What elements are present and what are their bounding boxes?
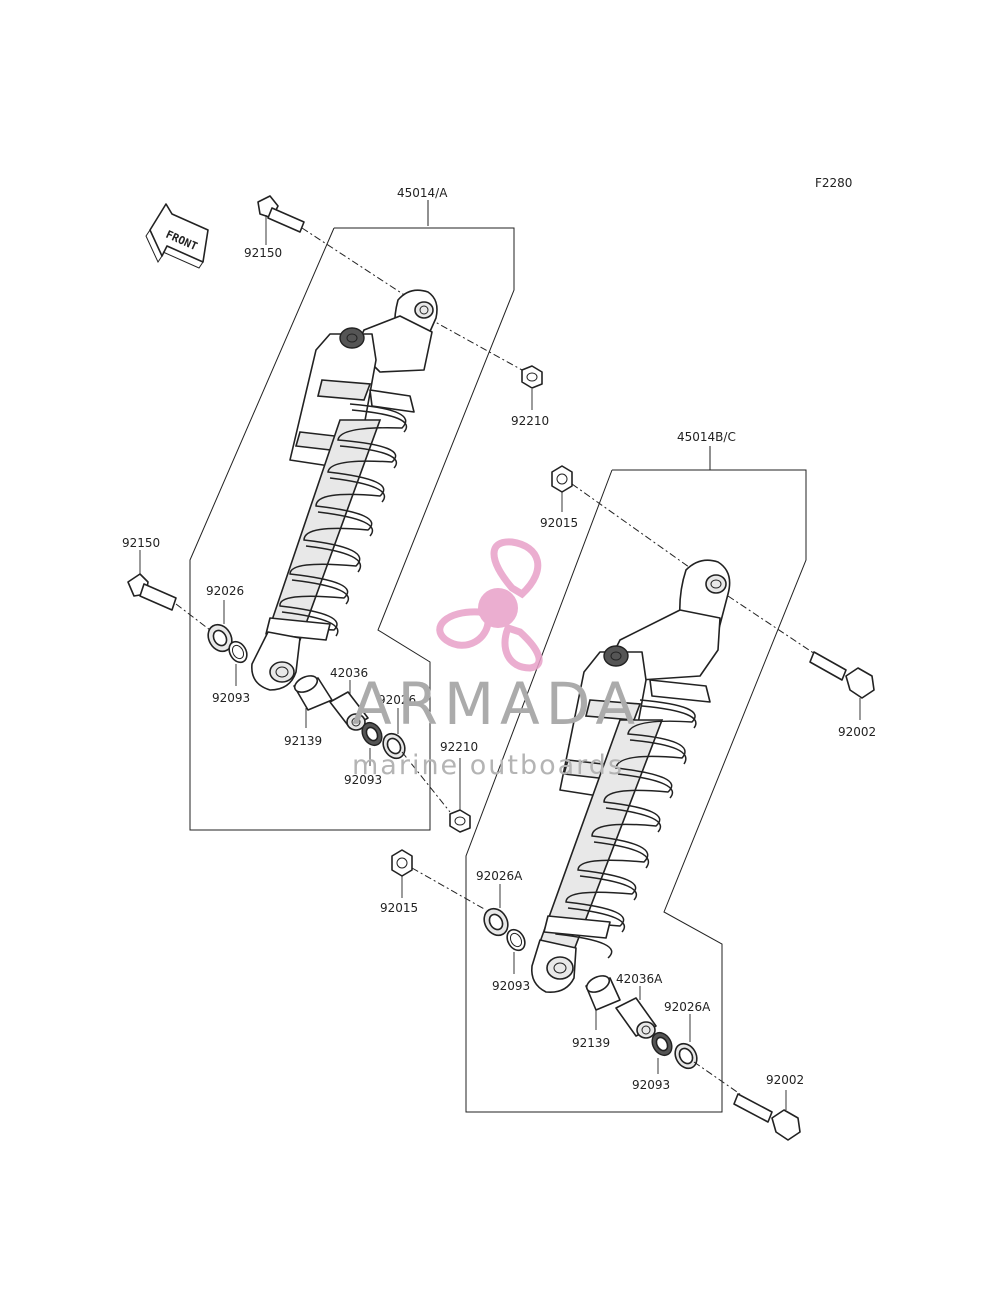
lower-collar (615, 997, 657, 1039)
lower-assembly-label: 45014B/C (677, 430, 736, 444)
lower-spring (555, 699, 697, 959)
lower-side-nut (391, 849, 487, 911)
lower-label-bolt-top: 92002 (838, 725, 876, 739)
upper-label-washer: 92026 (206, 584, 244, 598)
lower-washer-left (483, 907, 509, 937)
lower-label-washer: 92026A (476, 869, 523, 883)
lower-seal-left (506, 928, 526, 952)
upper-label-seal-left: 92093 (212, 691, 250, 705)
lower-label-seal-right: 92093 (632, 1078, 670, 1092)
upper-top-nut (521, 365, 543, 389)
lower-label-seal-left: 92093 (492, 979, 530, 993)
figure-code: F2280 (815, 176, 852, 190)
upper-label-bolt-top: 92150 (244, 246, 282, 260)
upper-shock-absorber (251, 289, 438, 691)
upper-label-nut-bottom: 92210 (440, 740, 478, 754)
upper-shock-assembly: 45014/A 92150 92210 (122, 186, 549, 833)
lower-bottom-bolt (733, 1093, 801, 1141)
lower-shock-absorber (530, 559, 731, 994)
lower-shock-assembly: 45014B/C 92015 (380, 430, 876, 1141)
lower-label-nut-side: 92015 (380, 901, 418, 915)
lower-seal-right (651, 1031, 673, 1057)
upper-label-seal-right: 92093 (344, 773, 382, 787)
lower-label-washer-right: 92026A (664, 1000, 711, 1014)
lower-assembly-bracket (465, 446, 807, 1113)
lower-bushing (585, 975, 621, 1011)
upper-top-bolt (257, 195, 413, 301)
watermark-logo: ARMADA marine outboards (352, 538, 641, 781)
upper-assembly-label: 45014/A (397, 186, 448, 200)
upper-side-bolt (127, 573, 211, 631)
lower-label-collar: 42036A (616, 972, 663, 986)
lower-top-nut (551, 465, 697, 573)
watermark-tagline: marine outboards (352, 750, 624, 781)
upper-label-collar: 42036 (330, 666, 368, 680)
upper-seal-right (361, 721, 383, 747)
front-arrow-icon: FRONT (145, 203, 209, 269)
watermark-brand: ARMADA (352, 670, 641, 738)
upper-washer-left (207, 623, 233, 653)
upper-label-bolt-side: 92150 (122, 536, 160, 550)
upper-label-washer-right: 92026 (378, 693, 416, 707)
upper-collar (329, 691, 369, 731)
upper-label-bushing: 92139 (284, 734, 322, 748)
lower-top-bolt (809, 651, 875, 699)
upper-bottom-nut (449, 809, 471, 833)
upper-washer-right (382, 732, 451, 813)
upper-bushing (293, 675, 333, 711)
upper-spring (267, 403, 408, 639)
lower-label-nut-top: 92015 (540, 516, 578, 530)
lower-label-bushing: 92139 (572, 1036, 610, 1050)
propeller-icon (436, 538, 543, 672)
upper-assembly-bracket (189, 200, 515, 831)
lower-washer-right (674, 1042, 741, 1095)
upper-seal-left (228, 640, 248, 664)
upper-label-nut-top: 92210 (511, 414, 549, 428)
lower-label-bolt-bottom: 92002 (766, 1073, 804, 1087)
